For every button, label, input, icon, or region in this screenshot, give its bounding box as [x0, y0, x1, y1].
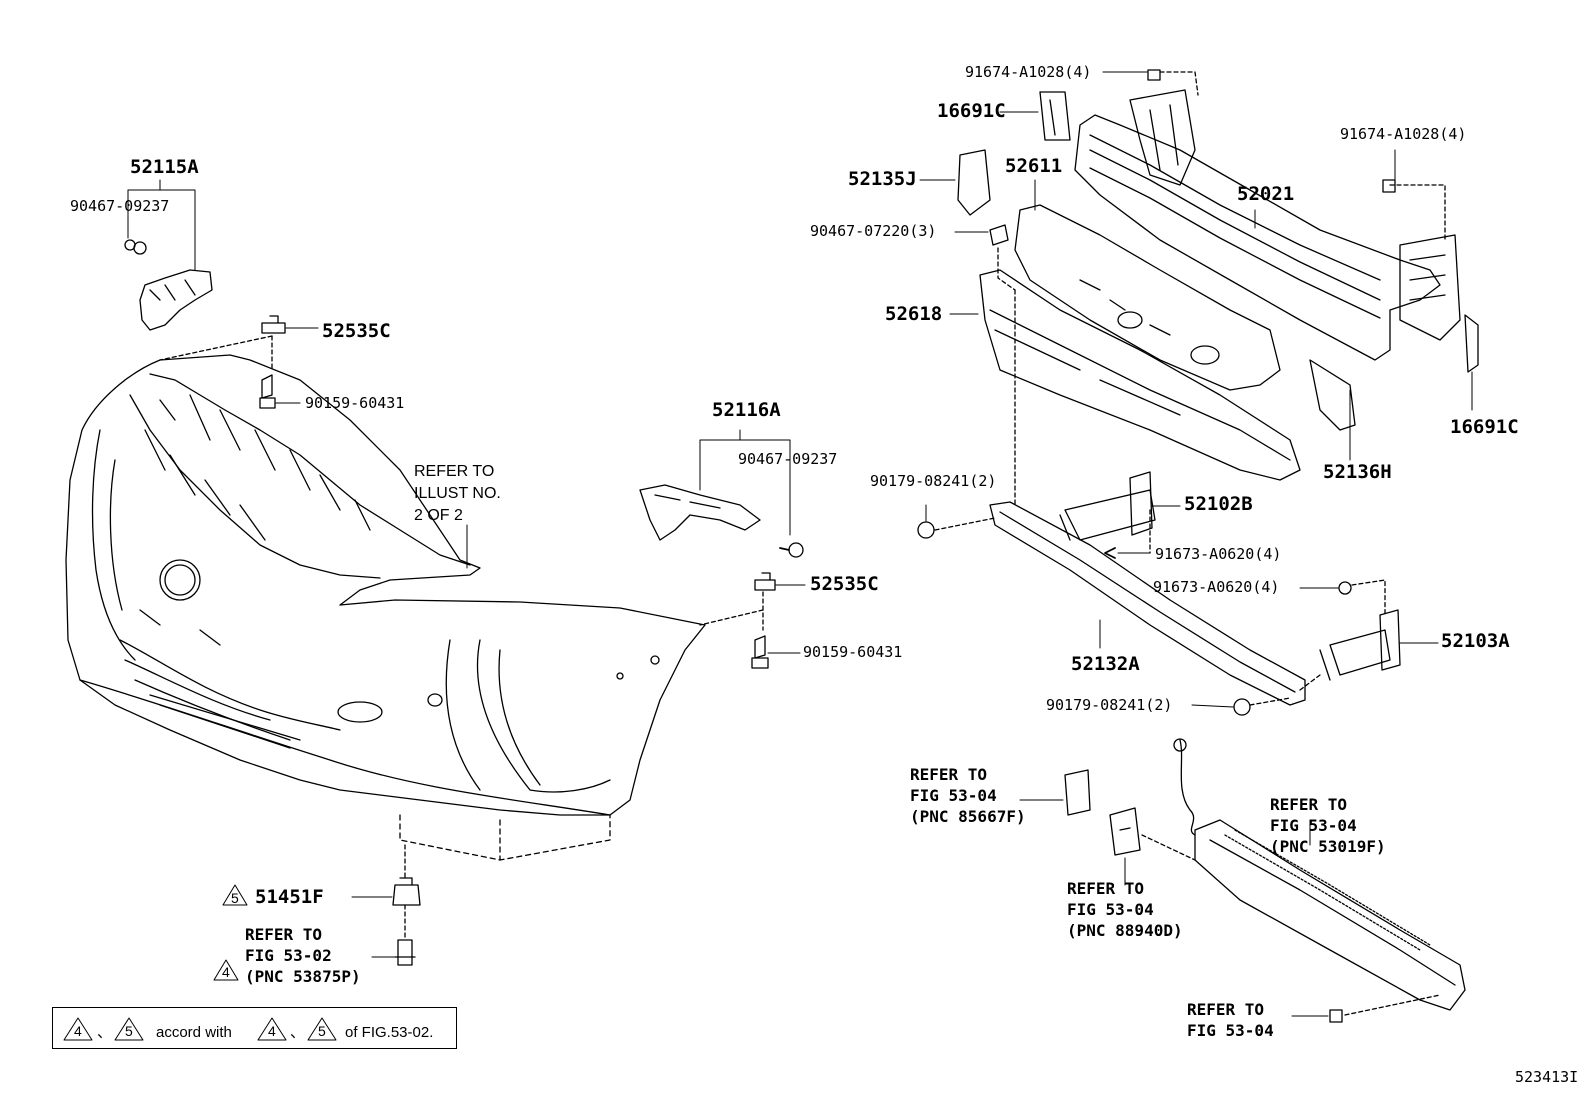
- note-fig-reference: of FIG.53-02.: [345, 1024, 434, 1041]
- refer-illust-line1: REFER TO: [414, 463, 495, 480]
- refer-53019f-line2: FIG 53-04: [1270, 816, 1357, 835]
- label-16691c-top: 16691C: [937, 100, 1006, 122]
- label-52132a: 52132A: [1071, 653, 1140, 675]
- label-90179-08241-top: 90179-08241(2): [870, 472, 997, 490]
- note-accord-with: accord with: [156, 1024, 232, 1041]
- refer-85667f-line2: FIG 53-04: [910, 786, 997, 805]
- refer-pnc-53019f-note: REFER TO FIG 53-04 (PNC 53019F): [1270, 794, 1386, 857]
- label-52021: 52021: [1237, 183, 1295, 205]
- bracket-52115a-drawing: [124, 179, 213, 331]
- bracket-52116a-drawing: [639, 429, 804, 558]
- refer-53-04-line1: REFER TO: [1187, 1000, 1265, 1019]
- label-16691c-right: 16691C: [1450, 416, 1519, 438]
- reinforcement-52021-drawing: [999, 69, 1479, 411]
- refer-illust-note: REFER TO ILLUST NO. 2 OF 2: [414, 461, 501, 527]
- label-52103a: 52103A: [1441, 630, 1510, 652]
- label-51451f: 51451F: [255, 886, 324, 908]
- support-52132a-drawing: [917, 501, 1306, 716]
- label-52136h: 52136H: [1323, 461, 1392, 483]
- note-triangle-4-a: 4: [74, 1023, 82, 1039]
- refer-fig-53-02-note: REFER TO FIG 53-02 (PNC 53875P): [245, 924, 361, 987]
- label-91673-a0620-right: 91673-A0620(4): [1153, 578, 1280, 596]
- label-52102b: 52102B: [1184, 493, 1253, 515]
- label-52116a: 52116A: [712, 399, 781, 421]
- label-90179-08241-bottom: 90179-08241(2): [1046, 696, 1173, 714]
- label-52135j: 52135J: [848, 168, 917, 190]
- refer-53-02-line3: (PNC 53875P): [245, 967, 361, 986]
- note-triangle-5-a: 5: [125, 1023, 133, 1039]
- label-52535c-left: 52535C: [322, 320, 391, 342]
- refer-pnc-88940d-note: REFER TO FIG 53-04 (PNC 88940D): [1067, 878, 1183, 941]
- refer-53-04-line2: FIG 53-04: [1187, 1021, 1274, 1040]
- refer-illust-line2: ILLUST NO.: [414, 485, 501, 502]
- label-52611: 52611: [1005, 155, 1063, 177]
- warning-triangle-marks: [63, 884, 337, 1041]
- label-52618: 52618: [885, 303, 943, 325]
- label-90467-09237-right: 90467-09237: [738, 450, 838, 468]
- label-90467-07220: 90467-07220(3): [810, 222, 937, 240]
- triangle-5-51451f: 5: [231, 890, 239, 906]
- refer-85667f-line3: (PNC 85667F): [910, 807, 1026, 826]
- triangle-4-ref: 4: [222, 964, 230, 980]
- label-90159-60431-right: 90159-60431: [803, 643, 903, 661]
- refer-pnc-85667f-note: REFER TO FIG 53-04 (PNC 85667F): [910, 764, 1026, 827]
- refer-88940d-line1: REFER TO: [1067, 879, 1145, 898]
- label-52115a: 52115A: [130, 156, 199, 178]
- bumper-cover-drawing: [65, 354, 706, 861]
- refer-53-02-line1: REFER TO: [245, 925, 323, 944]
- label-52535c-right: 52535C: [810, 573, 879, 595]
- bracket-52103a-drawing: [1299, 579, 1439, 691]
- refer-88940d-line2: FIG 53-04: [1067, 900, 1154, 919]
- bracket-52102b-drawing: [1059, 471, 1181, 559]
- refer-53-02-line2: FIG 53-02: [245, 946, 332, 965]
- lower-grille-drawing: [1019, 738, 1466, 1023]
- label-91673-a0620-top: 91673-A0620(4): [1155, 545, 1282, 563]
- label-91674-a1028-right: 91674-A1028(4): [1340, 125, 1467, 143]
- note-triangle-5-b: 5: [318, 1023, 326, 1039]
- refer-85667f-line1: REFER TO: [910, 765, 988, 784]
- clip-52535c-right-drawing: [699, 572, 806, 669]
- note-separator-2: 、: [290, 1024, 306, 1041]
- refer-53019f-line3: (PNC 53019F): [1270, 837, 1386, 856]
- diagram-id: 523413I: [1515, 1068, 1579, 1086]
- label-90467-09237-left: 90467-09237: [70, 197, 170, 215]
- note-triangle-4-b: 4: [268, 1023, 276, 1039]
- refer-88940d-line3: (PNC 88940D): [1067, 921, 1183, 940]
- absorber-52611-drawing: [919, 149, 1356, 461]
- refer-fig-53-04-note: REFER TO FIG 53-04: [1187, 999, 1274, 1041]
- refer-illust-line3: 2 OF 2: [414, 507, 463, 524]
- refer-53019f-line1: REFER TO: [1270, 795, 1348, 814]
- legend-note-box: [52, 1007, 457, 1049]
- label-91674-a1028-top: 91674-A1028(4): [965, 63, 1092, 81]
- retainer-52618-drawing: [949, 269, 1301, 506]
- note-separator-1: 、: [97, 1024, 113, 1041]
- clip-52535c-left-drawing: [159, 315, 319, 409]
- label-90159-60431-left: 90159-60431: [305, 394, 405, 412]
- clip-51451f-drawing: [351, 844, 421, 966]
